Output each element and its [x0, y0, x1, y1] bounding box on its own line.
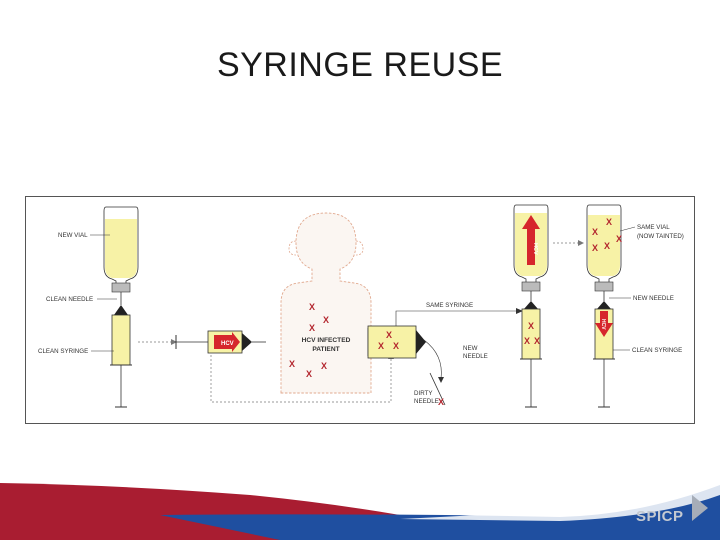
label-clean-syringe-right: CLEAN SYRINGE: [632, 347, 682, 354]
contamination-mark: X: [378, 341, 384, 351]
label-same-syringe: SAME SYRINGE: [426, 302, 473, 309]
clean-syringe-right: [593, 308, 615, 408]
label-hcv-vial-arrow: HCV: [532, 243, 538, 255]
label-new-needle-mid-line1: NEW: [463, 345, 478, 352]
footer-banner: SPICP: [0, 455, 720, 540]
contamination-mark: X: [323, 315, 329, 325]
contamination-mark: X: [393, 341, 399, 351]
contamination-mark: X: [438, 397, 444, 407]
new-vial: [103, 206, 139, 293]
new-needle-right: [597, 291, 611, 309]
label-dirty-needle-line2: NEEDLE: [414, 398, 439, 405]
logo-triangle-icon: [692, 495, 708, 521]
label-new-vial: NEW VIAL: [58, 232, 88, 239]
contamination-mark: X: [309, 302, 315, 312]
label-clean-needle: CLEAN NEEDLE: [46, 296, 93, 303]
footer-logo-text: SPICP: [636, 508, 684, 525]
contamination-mark: X: [528, 321, 534, 331]
contamination-mark: X: [309, 323, 315, 333]
contamination-mark: X: [616, 234, 622, 244]
label-patient-line2: PATIENT: [312, 346, 339, 353]
label-new-needle-right: NEW NEEDLE: [633, 295, 674, 302]
footer-blue-wave: [160, 485, 720, 540]
same-syringe-right: [520, 291, 542, 408]
contamination-mark: X: [386, 330, 392, 340]
label-hcv-syringe-arrow: HCV: [600, 319, 606, 330]
clean-needle: [114, 292, 128, 315]
contamination-mark: X: [606, 217, 612, 227]
label-clean-syringe-left: CLEAN SYRINGE: [38, 348, 88, 355]
contamination-mark: X: [306, 369, 312, 379]
label-new-needle-mid-line2: NEEDLE: [463, 353, 488, 360]
contamination-mark: X: [604, 241, 610, 251]
label-dirty-needle-line1: DIRTY: [414, 390, 432, 397]
label-patient-line1: HCV INFECTED: [302, 337, 351, 344]
contamination-mark: X: [289, 359, 295, 369]
label-same-vial-line1: SAME VIAL: [637, 224, 670, 231]
label-hcv-syringe: HCV: [221, 341, 234, 347]
contamination-mark: X: [534, 336, 540, 346]
hcv-syringe: [175, 330, 266, 354]
tainted-vial: [586, 204, 622, 292]
contamination-mark: X: [592, 243, 598, 253]
hcv-vial-right: [513, 204, 549, 292]
clean-syringe-left: [110, 314, 132, 408]
hcv-infected-patient: [280, 212, 372, 394]
syringe-reuse-diagram: NEW VIAL CLEAN NEEDLE CLEAN SYRINGE HCV …: [25, 196, 695, 424]
slide-title: SYRINGE REUSE: [216, 46, 504, 84]
contamination-mark: X: [321, 361, 327, 371]
label-same-vial-line2: (NOW TAINTED): [637, 233, 684, 240]
reused-syringe: [367, 325, 426, 359]
contamination-mark: X: [524, 336, 530, 346]
contamination-mark: X: [592, 227, 598, 237]
